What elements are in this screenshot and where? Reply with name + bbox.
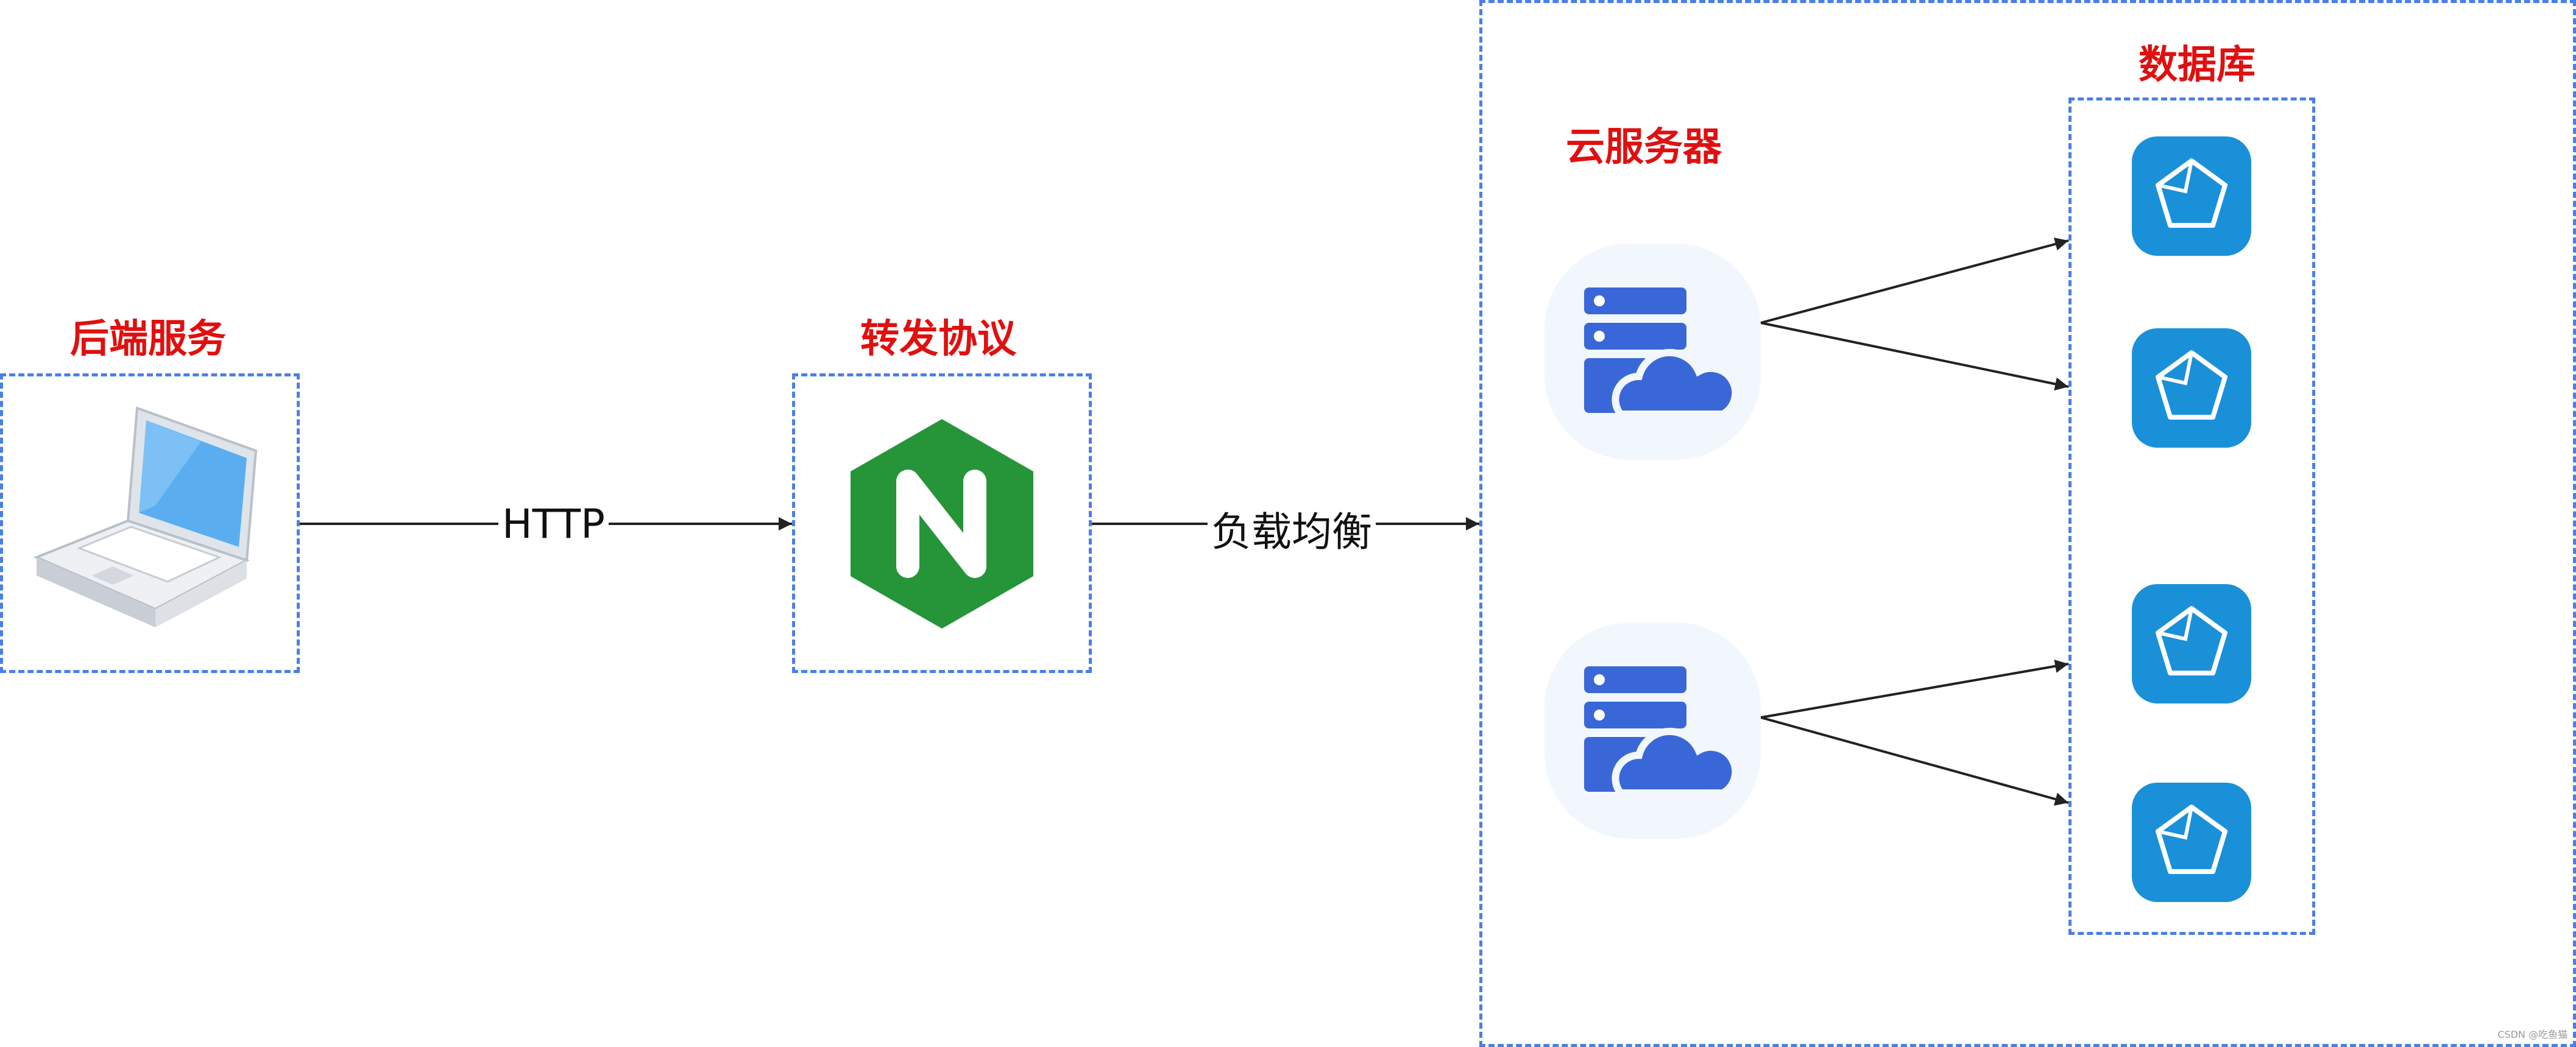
database-icon bbox=[2132, 328, 2251, 448]
protocol-box bbox=[792, 373, 1092, 673]
cloud-server-icon bbox=[1545, 244, 1761, 460]
edge-server1-db2 bbox=[1760, 322, 2069, 391]
edge-server2-db3 bbox=[1760, 659, 2069, 719]
database-icon bbox=[2132, 136, 2251, 256]
database-title: 数据库 bbox=[2139, 43, 2256, 88]
protocol-title: 转发协议 bbox=[860, 317, 1016, 362]
edge-server1-db1 bbox=[1760, 238, 2069, 324]
database-icon bbox=[2132, 584, 2251, 703]
database-icon bbox=[2132, 783, 2251, 902]
nginx-icon bbox=[851, 419, 1033, 629]
cloud-box bbox=[1479, 0, 2576, 1047]
backend-box bbox=[0, 373, 300, 673]
backend-title: 后端服务 bbox=[70, 317, 226, 362]
watermark: CSDN @吃鱼猫 bbox=[2497, 1029, 2567, 1040]
edge-label-http: HTTP bbox=[498, 501, 609, 548]
cloud-title: 云服务器 bbox=[1566, 125, 1722, 170]
edge-label-load-balance: 负载均衡 bbox=[1208, 499, 1376, 558]
edge-server2-db4 bbox=[1760, 716, 2069, 806]
cloud-server-icon bbox=[1545, 622, 1761, 839]
database-box bbox=[2068, 97, 2315, 935]
laptop-icon bbox=[33, 406, 258, 627]
